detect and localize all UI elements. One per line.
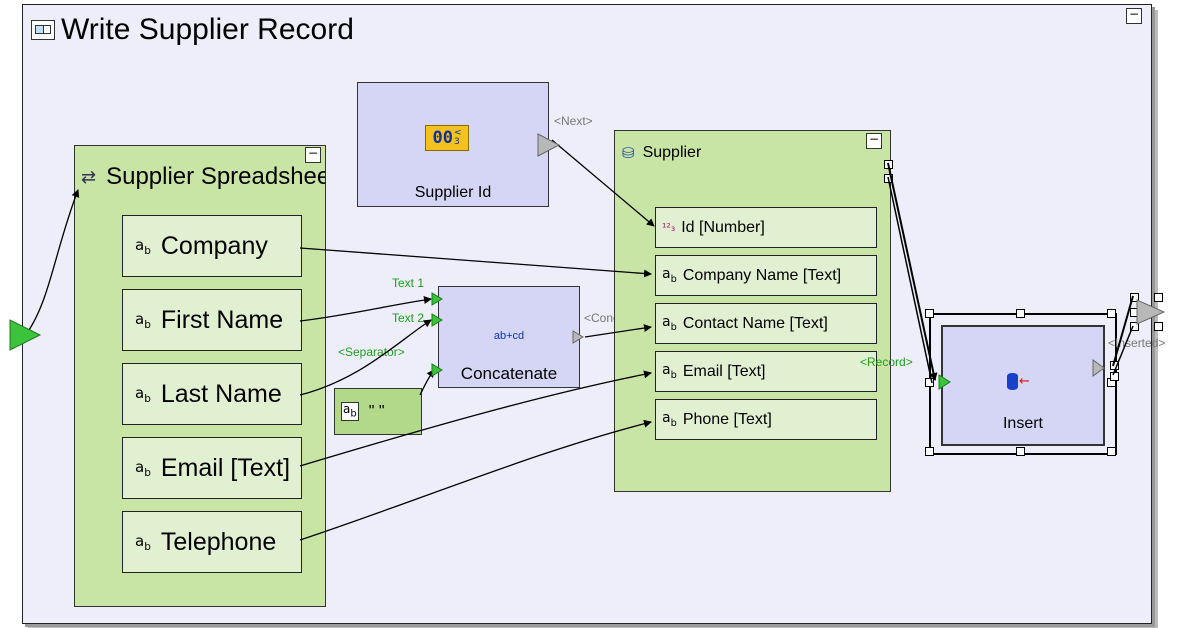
- insert-label: Insert: [1002, 415, 1043, 432]
- list-icon: ⇄: [81, 166, 97, 188]
- record-input-label: <Record>: [860, 355, 913, 369]
- wire-handle[interactable]: [884, 160, 893, 169]
- counter-icon: 00 <3: [425, 125, 469, 151]
- text1-input-label: Text 1: [392, 276, 425, 290]
- resize-handle[interactable]: [1107, 309, 1116, 318]
- text-type-icon: ab: [135, 531, 151, 553]
- resize-handle[interactable]: [1016, 309, 1025, 318]
- supplier-id-label: Supplier Id: [414, 184, 492, 201]
- supplier-id-block[interactable]: 00 <3 Supplier Id: [357, 82, 549, 207]
- next-output-label: <Next>: [554, 114, 593, 128]
- separator-input-label: <Separator>: [338, 345, 405, 359]
- resize-handle[interactable]: [925, 447, 934, 456]
- supplier-collapse-button[interactable]: −: [866, 133, 882, 149]
- insert-block[interactable]: ← Insert: [941, 325, 1105, 446]
- frame-title: Write Supplier Record: [31, 13, 354, 47]
- wire-handle[interactable]: [1130, 293, 1139, 302]
- text-type-icon: ab: [135, 235, 151, 257]
- separator-constant-block[interactable]: ab " ": [334, 388, 422, 435]
- text-constant-icon: ab: [341, 401, 359, 422]
- text-type-icon: ab: [662, 266, 677, 285]
- spreadsheet-collapse-button[interactable]: −: [305, 147, 321, 163]
- constant-value: " ": [368, 402, 385, 420]
- wire-handle[interactable]: [1130, 308, 1139, 317]
- text-type-icon: ab: [662, 410, 677, 429]
- text-type-icon: ab: [135, 457, 151, 479]
- resize-handle[interactable]: [925, 309, 934, 318]
- text-type-icon: ab: [662, 314, 677, 333]
- form-icon: [31, 20, 55, 40]
- wire-handle[interactable]: [1154, 322, 1163, 331]
- text-type-icon: ab: [135, 383, 151, 405]
- resize-handle[interactable]: [1107, 447, 1116, 456]
- inserted-output-label: <Inserted>: [1108, 336, 1166, 350]
- frame-title-text: Write Supplier Record: [61, 13, 354, 46]
- number-type-icon: ¹²₃: [662, 221, 676, 234]
- text-type-icon: ab: [135, 309, 151, 331]
- wire-handle[interactable]: [1130, 322, 1139, 331]
- concatenate-block[interactable]: ab+cd Concatenate: [438, 286, 580, 388]
- database-table-icon: ⛁: [622, 144, 635, 162]
- wire-handle[interactable]: [1110, 372, 1119, 381]
- text-type-icon: ab: [662, 362, 677, 381]
- concatenate-label: Concatenate: [460, 364, 558, 383]
- spreadsheet-header: ⇄ Supplier Spreadsheet: [81, 163, 326, 191]
- wire-handle[interactable]: [1154, 293, 1163, 302]
- text2-input-label: Text 2: [392, 311, 425, 325]
- spreadsheet-title: Supplier Spreadsheet: [106, 163, 326, 190]
- db-insert-icon: ←: [1007, 373, 1030, 390]
- concatenate-icon: ab+cd: [493, 330, 525, 342]
- resize-handle[interactable]: [925, 378, 934, 387]
- supplier-title: Supplier: [642, 144, 702, 161]
- resize-handle[interactable]: [1016, 447, 1025, 456]
- wire-handle[interactable]: [884, 174, 893, 183]
- supplier-header: ⛁ Supplier: [622, 144, 701, 162]
- frame-collapse-button[interactable]: −: [1126, 8, 1142, 24]
- wire-handle[interactable]: [1110, 361, 1119, 370]
